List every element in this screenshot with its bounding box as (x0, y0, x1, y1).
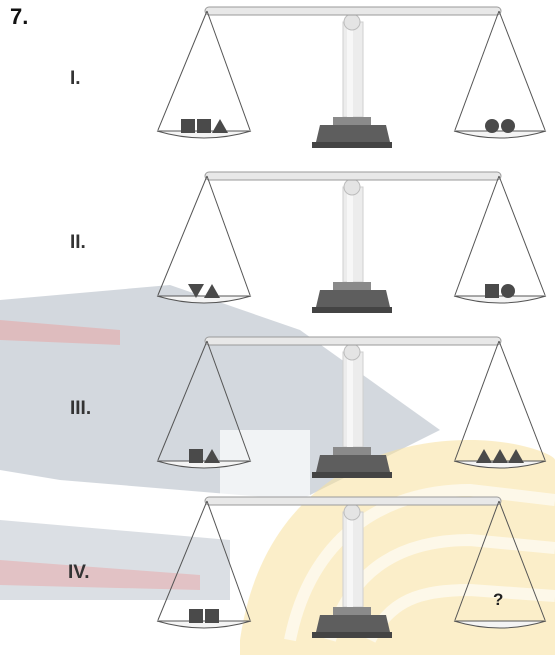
circle-shape (501, 284, 515, 298)
scale-label: IV. (68, 562, 90, 583)
unknown-weight-marker: ? (493, 590, 504, 609)
square-shape (189, 449, 203, 463)
watermark-lower-band (0, 520, 230, 600)
scale-label: III. (70, 398, 92, 419)
left-pan-contents (189, 609, 219, 623)
circle-shape (485, 119, 499, 133)
triangle-shape (476, 449, 492, 463)
left-pan-contents (181, 119, 228, 133)
watermark-cap-shape (0, 285, 440, 500)
square-shape (189, 609, 203, 623)
square-shape (181, 119, 195, 133)
triangle-shape (492, 449, 508, 463)
left-pan-contents (189, 449, 220, 463)
left-pan-contents (188, 284, 220, 298)
square-shape (485, 284, 499, 298)
down-triangle-shape (188, 284, 204, 298)
scale-label: I. (70, 68, 81, 89)
triangle-shape (212, 119, 228, 133)
circle-shape (501, 119, 515, 133)
watermark-sun (240, 440, 555, 655)
watermark-lower-red (0, 560, 200, 590)
triangle-shape (204, 284, 220, 298)
right-pan-contents (485, 119, 515, 133)
balance-scale-4 (156, 496, 547, 639)
balance-scale-2 (156, 171, 547, 314)
balance-scale-1 (156, 6, 547, 149)
triangle-shape (204, 449, 220, 463)
question-number: 7. (10, 4, 29, 29)
right-pan-contents (485, 284, 515, 298)
balance-scale-3 (156, 336, 547, 479)
triangle-shape (508, 449, 524, 463)
square-shape (205, 609, 219, 623)
square-shape (197, 119, 211, 133)
scale-label: II. (70, 232, 86, 253)
right-pan-contents (476, 449, 524, 463)
watermark-band (0, 320, 120, 345)
